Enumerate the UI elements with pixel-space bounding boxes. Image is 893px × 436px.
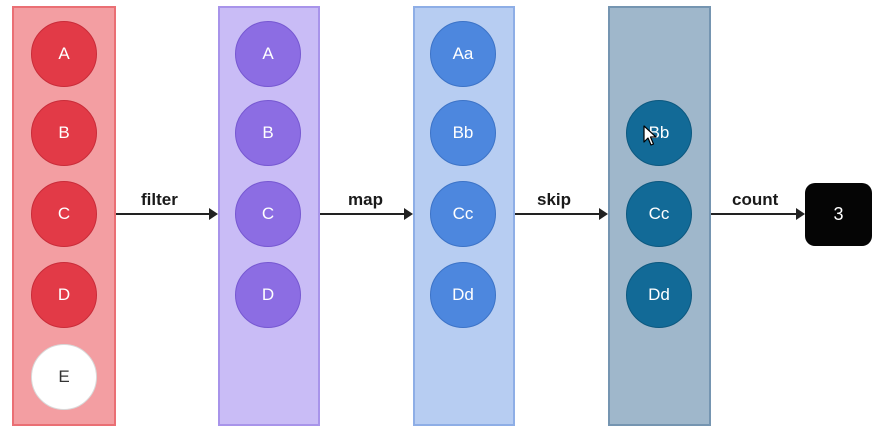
stream-element: A (31, 21, 97, 87)
stream-element: Bb (430, 100, 496, 166)
stream-element: C (31, 181, 97, 247)
skip-arrow (515, 208, 608, 220)
stream-element: C (235, 181, 301, 247)
stream-element: D (235, 262, 301, 328)
skip-label: skip (537, 190, 572, 209)
filter-label: filter (141, 190, 178, 209)
stream-element: B (31, 100, 97, 166)
count-arrow (711, 208, 805, 220)
filtered-out-element: E (31, 344, 97, 410)
stream-element: Dd (626, 262, 692, 328)
map-label: map (348, 190, 383, 209)
count-result-box: 3 (805, 183, 872, 246)
count-label: count (732, 190, 779, 209)
stream-element: Bb (626, 100, 692, 166)
mouse-pointer-icon (643, 125, 657, 146)
map-arrow (320, 208, 413, 220)
filter-arrow (116, 208, 218, 220)
stream-element: Aa (430, 21, 496, 87)
stream-element: Dd (430, 262, 496, 328)
stream-element: Cc (626, 181, 692, 247)
stream-element: A (235, 21, 301, 87)
stream-element: B (235, 100, 301, 166)
stream-element: D (31, 262, 97, 328)
stream-element: Cc (430, 181, 496, 247)
